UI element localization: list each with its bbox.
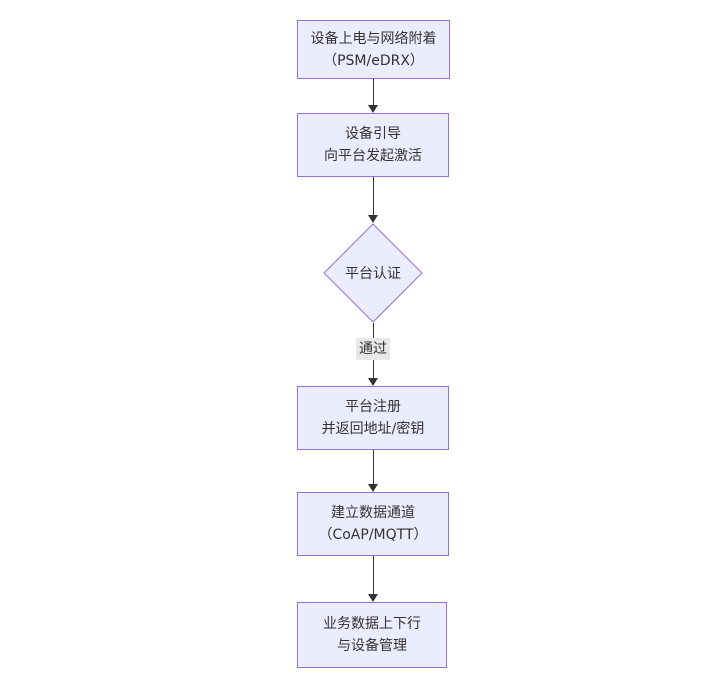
edge-channel-to-business — [367, 556, 379, 602]
node-auth-decision: 平台认证 — [323, 223, 423, 323]
node-channel-line2: （CoAP/MQTT） — [318, 527, 428, 543]
edge-line — [372, 450, 374, 484]
arrowhead-down-icon — [368, 215, 378, 223]
edge-label-pass: 通过 — [356, 338, 390, 360]
node-register: 平台注册 并返回地址/密钥 — [297, 386, 449, 450]
node-register-line2: 并返回地址/密钥 — [321, 421, 425, 437]
node-power-attach-line1: 设备上电与网络附着 — [310, 30, 437, 47]
node-channel-line1: 建立数据通道 — [331, 505, 415, 521]
edge-power-to-bootstrap — [367, 79, 379, 113]
node-power-attach: 设备上电与网络附着 （PSM/eDRX） — [297, 20, 450, 79]
node-business: 业务数据上下行 与设备管理 — [297, 602, 447, 668]
edge-line — [372, 556, 374, 594]
diamond-shape — [323, 223, 423, 323]
arrowhead-down-icon — [368, 378, 378, 386]
node-business-line2: 与设备管理 — [337, 638, 407, 654]
node-power-attach-line2: （PSM/eDRX） — [323, 52, 424, 69]
edge-auth-to-register: 通过 — [356, 323, 390, 386]
arrowhead-down-icon — [368, 484, 378, 492]
node-bootstrap-line1: 设备引导 — [345, 126, 401, 142]
edge-register-to-channel — [367, 450, 379, 492]
node-auth-label: 平台认证 — [345, 266, 401, 282]
arrowhead-down-icon — [368, 105, 378, 113]
node-business-line1: 业务数据上下行 — [323, 616, 421, 632]
edge-line — [372, 177, 374, 215]
node-bootstrap-line2: 向平台发起激活 — [324, 148, 422, 164]
node-register-line1: 平台注册 — [345, 399, 401, 415]
arrowhead-down-icon — [368, 594, 378, 602]
edge-bootstrap-to-auth — [367, 177, 379, 223]
node-bootstrap: 设备引导 向平台发起激活 — [297, 113, 449, 177]
edge-line — [372, 79, 374, 105]
node-channel: 建立数据通道 （CoAP/MQTT） — [297, 492, 449, 556]
